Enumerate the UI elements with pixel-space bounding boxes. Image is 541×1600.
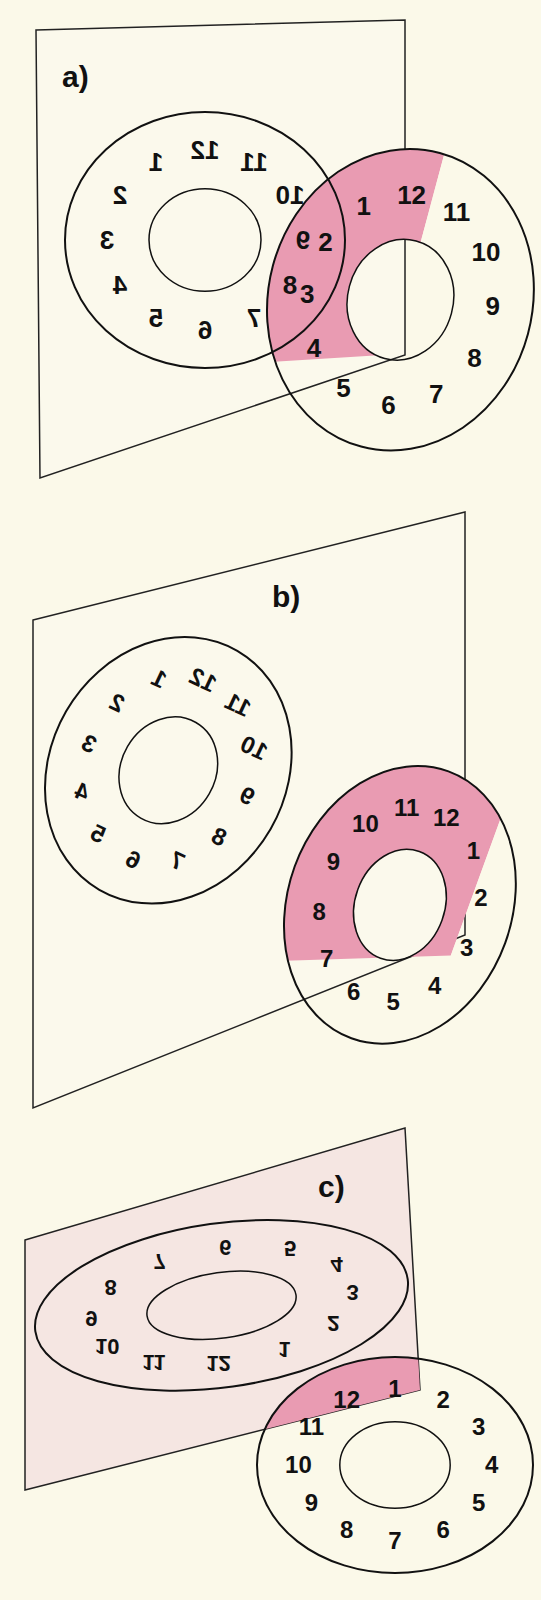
- dial-number: 2: [437, 1388, 450, 1412]
- dial-number: 8: [105, 1276, 117, 1298]
- dial-number: 6: [381, 392, 395, 418]
- dial-ring: [257, 1357, 533, 1573]
- dial-number: 10: [285, 1453, 312, 1477]
- dial-ring: [32, 1217, 411, 1394]
- dial-number: 3: [78, 730, 100, 757]
- dial-number: 12: [333, 1388, 360, 1412]
- dial-number: 9: [327, 850, 340, 874]
- dial-number: 1: [388, 1377, 401, 1401]
- dial-number: 8: [312, 900, 325, 924]
- dial-number: 11: [394, 796, 419, 820]
- dial-number: 9: [85, 1307, 97, 1329]
- dial-number: 5: [149, 305, 163, 331]
- dial-number: 10: [237, 731, 271, 764]
- panel-label: b): [272, 582, 300, 612]
- dial-ring: [338, 836, 461, 973]
- dial-number: 6: [122, 846, 144, 873]
- clock-dial: 123456789101112: [32, 1217, 411, 1394]
- dial-number: 10: [472, 239, 501, 265]
- dial-number: 12: [397, 182, 426, 208]
- dial-number: 4: [307, 335, 321, 361]
- dial-number: 1: [148, 666, 170, 693]
- dial-number: 8: [208, 824, 230, 851]
- dial-number: 2: [106, 689, 128, 716]
- dial-number: 9: [296, 227, 310, 253]
- dial-number: 2: [113, 182, 127, 208]
- clock-dial: 123456789101112: [281, 763, 519, 1047]
- dial-number: 4: [113, 272, 127, 298]
- dial-number: 2: [474, 886, 487, 910]
- dial-number: 6: [219, 1236, 231, 1258]
- dial-number: 3: [300, 281, 314, 307]
- dial-number: 12: [186, 664, 220, 697]
- mirror-plane: [25, 1128, 420, 1490]
- dial-number: 9: [236, 782, 258, 809]
- dial-number: 9: [305, 1491, 318, 1515]
- clock-dial: 123456789101112: [62, 109, 348, 371]
- dial-number: 5: [336, 375, 350, 401]
- dial-ring: [149, 189, 261, 291]
- dial-ring: [340, 1422, 450, 1508]
- dial-number: 7: [429, 381, 443, 407]
- dial-number: 6: [347, 980, 360, 1004]
- dial-number: 3: [346, 1281, 358, 1303]
- dial-number: 1: [467, 839, 480, 863]
- mirror-plane: [33, 512, 465, 1108]
- dial-number: 4: [485, 1453, 498, 1477]
- dial-number: 5: [284, 1237, 296, 1259]
- dial-number: 2: [318, 229, 332, 255]
- shaded-region: [233, 119, 541, 481]
- dial-ring: [333, 228, 466, 373]
- shaded-region: [246, 733, 541, 1076]
- dial-number: 11: [142, 1351, 165, 1373]
- dial-number: 10: [352, 812, 379, 836]
- dial-ring: [143, 1262, 301, 1348]
- dial-number: 9: [485, 293, 499, 319]
- dial-number: 11: [299, 1415, 324, 1439]
- clock-dial: 123456789101112: [264, 146, 537, 453]
- dial-number: 8: [283, 272, 297, 298]
- dial-number: 7: [320, 947, 333, 971]
- clock-dial: 123456789101112: [254, 1354, 536, 1576]
- dial-number: 7: [388, 1529, 401, 1553]
- dial-number: 12: [206, 1352, 230, 1374]
- dial-number: 11: [240, 149, 268, 175]
- dial-number: 5: [87, 821, 109, 848]
- dial-number: 10: [275, 182, 304, 208]
- dial-number: 2: [327, 1312, 339, 1334]
- dial-number: 5: [472, 1491, 485, 1515]
- dial-number: 8: [467, 345, 481, 371]
- dial-number: 6: [198, 317, 212, 343]
- dial-number: 1: [278, 1338, 290, 1360]
- dial-number: 7: [154, 1250, 166, 1272]
- dial-number: 12: [433, 806, 460, 830]
- dial-number: 3: [472, 1415, 485, 1439]
- dial-number: 12: [191, 137, 220, 163]
- dial-number: 10: [95, 1335, 119, 1357]
- dial-number: 7: [166, 847, 188, 874]
- clock-dial: 123456789101112: [42, 634, 295, 907]
- shaded-region: [257, 1357, 533, 1573]
- dial-number: 11: [443, 199, 471, 225]
- dial-number: 5: [387, 990, 400, 1014]
- dial-ring: [100, 699, 237, 842]
- dial-number: 8: [340, 1518, 353, 1542]
- dial-ring: [42, 634, 295, 907]
- panel-label: a): [62, 62, 89, 92]
- dial-number: 4: [331, 1253, 343, 1275]
- dial-ring: [65, 112, 345, 368]
- panel-label: c): [318, 1172, 345, 1202]
- dial-number: 4: [428, 974, 441, 998]
- dial-number: 4: [71, 778, 93, 805]
- dial-number: 3: [460, 936, 473, 960]
- dial-ring: [264, 146, 537, 453]
- dial-number: 3: [100, 227, 114, 253]
- dial-number: 1: [149, 149, 163, 175]
- dial-number: 7: [247, 305, 261, 331]
- dial-number: 1: [356, 193, 370, 219]
- dial-number: 11: [221, 689, 254, 721]
- dial-number: 6: [437, 1518, 450, 1542]
- dial-ring: [281, 763, 519, 1047]
